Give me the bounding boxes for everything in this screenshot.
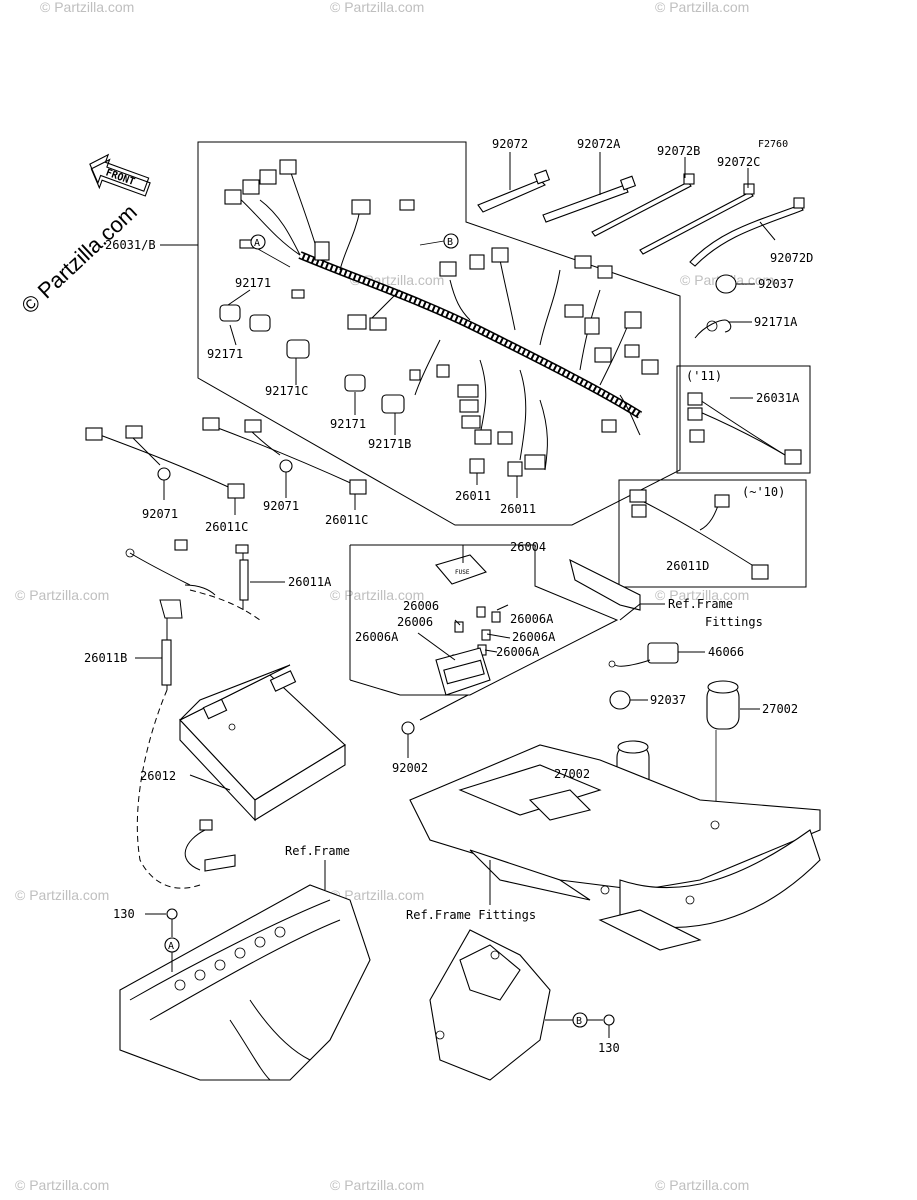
watermark: © Partzilla.com [330, 0, 424, 15]
battery-tray [409, 744, 821, 951]
leader-lines [135, 289, 641, 905]
watermark: © Partzilla.com [15, 587, 109, 603]
label-130-left: 130 [113, 907, 135, 921]
label-92171A: 92171A [754, 315, 798, 329]
marker-b-frame: B [545, 1012, 603, 1028]
connector-46066 [608, 642, 705, 668]
frame [119, 860, 371, 1081]
label-26006-a: 26006 [403, 599, 439, 613]
label-26011A: 26011A [288, 575, 332, 589]
harness-group-outline [197, 141, 681, 526]
label-92171-c: 92171 [330, 417, 366, 431]
watermark: © Partzilla.com [655, 587, 749, 603]
label-26011C-a: 26011C [205, 520, 248, 534]
watermark: © Partzilla.com [330, 887, 424, 903]
main-wiring-harness [224, 159, 659, 477]
svg-text:B: B [447, 237, 453, 248]
variant-box-26011D [618, 479, 807, 588]
label-26004: 26004 [510, 540, 546, 554]
label-92072B: 92072B [657, 144, 700, 158]
label-ref-frame: Ref.Frame [285, 844, 350, 858]
label-26006A-c: 26006A [355, 630, 399, 644]
fuse-box-group: FUSE [349, 544, 619, 721]
svg-text:FUSE: FUSE [455, 569, 470, 576]
figure-code: F2760 [758, 139, 788, 150]
marker-b-harness: B [419, 233, 459, 249]
watermark: © Partzilla.com [655, 0, 749, 15]
sub-harness-26011D [629, 489, 769, 580]
label-27002-left: 27002 [554, 767, 590, 781]
variant-box-26031A [676, 365, 811, 474]
bolt-130-left [145, 908, 178, 937]
label-26011C-b: 26011C [325, 513, 368, 527]
label-26011-a: 26011 [455, 489, 491, 503]
watermark: © Partzilla.com [15, 1177, 109, 1193]
svg-text:A: A [168, 941, 174, 952]
watermark: © Partzilla.com [655, 1177, 749, 1193]
label-92037-top: 92037 [758, 277, 794, 291]
sensor-cable [184, 819, 236, 872]
screw-92002 [401, 721, 415, 758]
label-92072: 92072 [492, 137, 528, 151]
label-26011-b: 26011 [500, 502, 536, 516]
partzilla-side-watermark: © Partzilla.com [16, 199, 141, 318]
harness-26011C-left [85, 425, 245, 499]
svg-text:A: A [254, 238, 260, 249]
frame-fitting-bracket [429, 929, 551, 1081]
label-92002: 92002 [392, 761, 428, 775]
svg-text:B: B [576, 1016, 582, 1027]
marker-a-frame: A [164, 937, 180, 972]
watermark: © Partzilla.com [40, 0, 134, 15]
label-46066: 46066 [708, 645, 744, 659]
cable-ties [477, 152, 805, 267]
label-26006-b: 26006 [397, 615, 433, 629]
label-92171B: 92171B [368, 437, 411, 451]
label-ref-frame-fittings-bottom: Ref.Frame Fittings [406, 908, 536, 922]
battery [179, 664, 346, 822]
harness-26011C-right [202, 417, 367, 495]
label-92071-b: 92071 [263, 499, 299, 513]
label-27002-right: 27002 [762, 702, 798, 716]
label-26031B: 26031/B [105, 238, 156, 252]
label-130-right: 130 [598, 1041, 620, 1055]
label-26012: 26012 [140, 769, 176, 783]
clip-92037-top [715, 274, 755, 294]
label-ref-frame-fittings-right-1: Ref.Frame [668, 597, 733, 611]
label-26011B: 26011B [84, 651, 127, 665]
battery-cables [125, 539, 261, 889]
sub-harness-26031A [687, 392, 802, 465]
label-92072C: 92072C [717, 155, 760, 169]
watermark: © Partzilla.com [330, 1177, 424, 1193]
label-92072A: 92072A [577, 137, 621, 151]
front-arrow-icon: FRONT [89, 153, 151, 197]
label-variant-11: ('11) [686, 369, 722, 383]
label-92171-a: 92171 [235, 276, 271, 290]
label-26031A: 26031A [756, 391, 800, 405]
label-92072D: 92072D [770, 251, 813, 265]
watermark: © Partzilla.com [15, 887, 109, 903]
label-26006A-d: 26006A [496, 645, 540, 659]
part-labels: 92072 92072A 92072B 92072C 92072D 92037 … [84, 137, 813, 1055]
label-26006A-b: 26006A [512, 630, 556, 644]
label-92171-b: 92171 [207, 347, 243, 361]
bolt-130-right [603, 1014, 615, 1038]
label-variant-to10: (~'10) [742, 485, 785, 499]
grommets-92171 [219, 304, 405, 414]
clip-92037-bottom [609, 690, 648, 710]
label-26006A-a: 26006A [510, 612, 554, 626]
label-92071-a: 92071 [142, 507, 178, 521]
label-92037-bottom: 92037 [650, 693, 686, 707]
marker-a-harness: A [250, 234, 291, 268]
label-ref-frame-fittings-right-2: Fittings [705, 615, 763, 629]
bracket-ref-frame-fittings [569, 558, 665, 611]
watermark: © Partzilla.com [330, 587, 424, 603]
label-92171C: 92171C [265, 384, 308, 398]
label-26011D: 26011D [666, 559, 709, 573]
band-92171A [694, 319, 752, 339]
